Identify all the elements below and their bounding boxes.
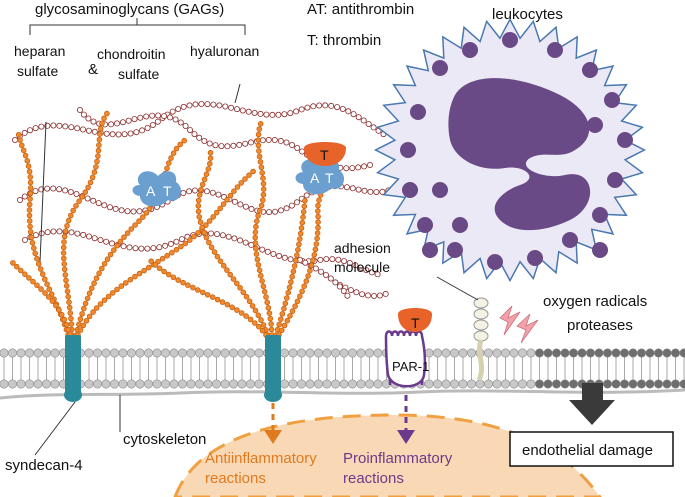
oxygen-label: oxygen radicals xyxy=(543,293,647,310)
leukocyte-nucleus xyxy=(448,78,591,231)
gags-label: glycosaminoglycans (GAGs) xyxy=(35,1,224,18)
cell-membrane xyxy=(0,348,685,389)
oxygen-radical-bolts xyxy=(499,305,539,344)
adhesion-label-2: molecule xyxy=(334,259,390,275)
text-labels: glycosaminoglycans (GAGs) heparan sulfat… xyxy=(5,1,653,487)
syndecan-label: syndecan-4 xyxy=(5,457,83,474)
svg-text:T: T xyxy=(325,170,334,186)
leukocytes-label: leukocytes xyxy=(492,6,563,23)
proinflammatory-arrowhead xyxy=(397,430,415,444)
leader-lines xyxy=(29,18,479,456)
adhesion-label: adhesion xyxy=(334,240,391,256)
at-legend: AT: antithrombin xyxy=(307,1,414,18)
heparan-label-2: sulfate xyxy=(17,63,58,79)
antithrombin-molecule: A T xyxy=(132,171,182,207)
hyaluronan-label: hyaluronan xyxy=(190,43,259,59)
svg-text:A: A xyxy=(310,170,320,186)
syndecan-4-protein xyxy=(64,335,282,402)
endothelial-damage-box xyxy=(509,431,674,467)
leukocyte xyxy=(373,17,647,283)
endothelial-damage-label: endothelial damage xyxy=(522,442,653,459)
antiinflammatory-label-2: reactions xyxy=(205,470,266,487)
svg-text:PAR-1: PAR-1 xyxy=(392,359,429,374)
proteases-label: proteases xyxy=(567,317,633,334)
damage-arrow xyxy=(569,383,615,425)
svg-text:T: T xyxy=(411,315,420,331)
chondroitin-label: chondroitin xyxy=(97,46,166,62)
proinflammatory-label: Proinflammatory xyxy=(343,450,453,467)
gag-chains xyxy=(10,110,337,338)
svg-text:T: T xyxy=(320,147,329,163)
cytoskeleton-line xyxy=(0,388,685,400)
cytoskeleton-label: cytoskeleton xyxy=(123,431,206,448)
svg-text:T: T xyxy=(163,183,172,199)
adhesion-molecule xyxy=(473,297,489,382)
t-legend: T: thrombin xyxy=(307,32,381,49)
proinflammatory-label-2: reactions xyxy=(343,470,404,487)
svg-text:A: A xyxy=(146,183,156,199)
chondroitin-label-2: sulfate xyxy=(118,66,159,82)
par-1-receptor: PAR-1 T xyxy=(384,308,432,388)
ampersand-label: & xyxy=(88,61,98,78)
antiinflammatory-label: Antiinflammatory xyxy=(205,450,317,467)
antiinflammatory-arrowhead xyxy=(264,430,282,444)
thrombin-antithrombin-complex: A T T xyxy=(295,142,346,195)
heparan-label: heparan xyxy=(14,43,65,59)
